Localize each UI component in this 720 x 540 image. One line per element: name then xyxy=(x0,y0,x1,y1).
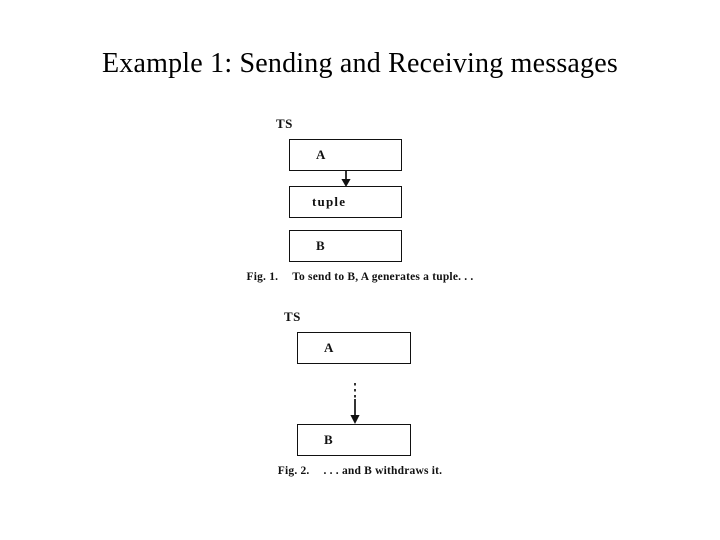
page-title: Example 1: Sending and Receiving message… xyxy=(102,48,618,79)
process-box-b-label: B xyxy=(324,432,334,447)
figure-1-caption-number: Fig. 1. xyxy=(246,271,279,283)
figure-2-caption: Fig. 2. . . . and B withdraws it. xyxy=(180,465,540,477)
tuple-box: tuple xyxy=(289,186,402,218)
solid-arrow-down-icon xyxy=(338,170,354,188)
figure-1: TS A tuple B Fig. 1.To se xyxy=(180,108,540,298)
tuple-space-label: TS xyxy=(276,116,293,131)
figure-2-caption-text: . . . and B withdraws it. xyxy=(323,465,443,477)
tuple-space-label: TS xyxy=(284,309,301,324)
dashed-arrow-down-icon xyxy=(347,383,363,425)
process-box-a: A xyxy=(289,139,402,171)
tuple-box-label: tuple xyxy=(312,194,347,209)
process-box-b: B xyxy=(297,424,411,456)
figure-image: TS A tuple B Fig. 1.To se xyxy=(180,108,540,498)
process-box-b: B xyxy=(289,230,402,262)
figure-1-caption: Fig. 1. To send to B, A generates a tuple… xyxy=(180,271,540,283)
figure-2: TS A B Fig. 2. . . . and B withdraws it. xyxy=(180,303,540,493)
process-box-a: A xyxy=(297,332,411,364)
figure-2-caption-number: Fig. 2. xyxy=(277,465,310,477)
figure-1-caption-text: To send to B, A generates a tuple. . . xyxy=(292,271,474,283)
process-box-b-label: B xyxy=(316,238,326,253)
process-box-a-label: A xyxy=(324,340,334,355)
process-box-a-label: A xyxy=(316,147,326,162)
